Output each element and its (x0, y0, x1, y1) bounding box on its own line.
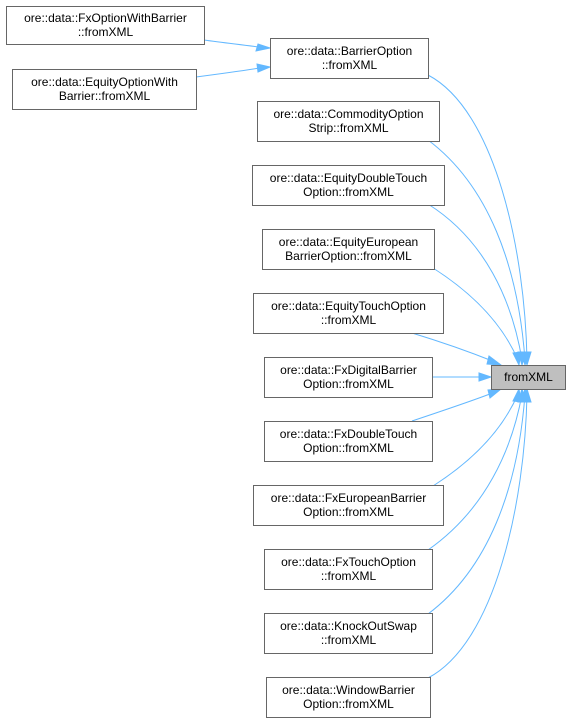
node-label-line: Option::fromXML (303, 441, 394, 455)
node-label-line: ore::data::FxDigitalBarrier (280, 363, 417, 377)
node-label-line: ::fromXML (321, 633, 377, 647)
node-label-line: Option::fromXML (303, 697, 394, 711)
edge-commodity-option-strip-to-fromXML (427, 139, 526, 361)
node-equity-double-touch[interactable]: ore::data::EquityDoubleTouchOption::from… (252, 165, 445, 206)
node-label-line: ::fromXML (322, 58, 378, 72)
node-label-line: ore::data::EquityOptionWith (31, 75, 178, 89)
node-label-line: ore::data::EquityDoubleTouch (270, 171, 427, 185)
node-box (491, 365, 566, 390)
node-label-line: ore::data::FxDoubleTouch (280, 427, 417, 441)
node-label-line: ore::data::WindowBarrier (282, 683, 415, 697)
node-box (12, 69, 197, 110)
node-label-line: ore::data::FxTouchOption (281, 555, 416, 569)
node-box (264, 357, 433, 398)
node-box (270, 38, 429, 79)
node-barrier-option[interactable]: ore::data::BarrierOption::fromXML (270, 38, 429, 79)
node-label-line: Barrier::fromXML (59, 89, 151, 103)
node-label-line: fromXML (504, 370, 553, 384)
nodes-layer: ore::data::FxOptionWithBarrier::fromXMLo… (6, 6, 566, 718)
arrowhead-fx-option-with-barrier (255, 43, 272, 52)
node-equity-option-with-barrier[interactable]: ore::data::EquityOptionWithBarrier::from… (12, 69, 197, 110)
node-box (264, 549, 433, 590)
node-label-line: ::fromXML (78, 25, 134, 39)
node-label-line: ore::data::EquityTouchOption (271, 299, 426, 313)
edge-equity-option-with-barrier-to-barrier-option (195, 66, 267, 78)
node-box (257, 101, 440, 142)
node-box (253, 485, 444, 526)
edge-window-barrier-to-fromXML (427, 393, 528, 679)
node-label-line: ore::data::BarrierOption (287, 44, 412, 58)
node-equity-touch-option[interactable]: ore::data::EquityTouchOption::fromXML (253, 293, 444, 334)
node-box (6, 6, 205, 45)
arrowhead-fx-double-touch (487, 388, 503, 399)
node-box (264, 613, 433, 654)
node-label-line: ::fromXML (321, 313, 377, 327)
node-label-line: Option::fromXML (303, 505, 394, 519)
node-fx-digital-barrier[interactable]: ore::data::FxDigitalBarrierOption::fromX… (264, 357, 433, 398)
node-label-line: Option::fromXML (303, 185, 394, 199)
node-label-line: Option::fromXML (303, 377, 394, 391)
arrowhead-window-barrier (522, 387, 532, 403)
edge-knock-out-swap-to-fromXML (427, 393, 526, 615)
node-fx-touch-option[interactable]: ore::data::FxTouchOption::fromXML (264, 549, 433, 590)
node-label-line: Strip::fromXML (308, 121, 388, 135)
node-fromXML[interactable]: fromXML (491, 365, 566, 390)
node-knock-out-swap[interactable]: ore::data::KnockOutSwap::fromXML (264, 613, 433, 654)
edges-layer (195, 39, 532, 679)
node-label-line: ore::data::FxOptionWithBarrier (24, 11, 187, 25)
node-box (266, 677, 431, 718)
node-box (264, 421, 433, 462)
node-fx-european-barrier[interactable]: ore::data::FxEuropeanBarrierOption::from… (253, 485, 444, 526)
arrowhead-equity-european-barrier (512, 351, 522, 367)
node-equity-european-barrier[interactable]: ore::data::EquityEuropeanBarrierOption::… (262, 229, 435, 270)
node-label-line: ore::data::CommodityOption (273, 107, 423, 121)
node-label-line: ore::data::EquityEuropean (279, 235, 418, 249)
node-box (262, 229, 435, 270)
node-box (252, 165, 445, 206)
node-box (253, 293, 444, 334)
node-label-line: ore::data::FxEuropeanBarrier (271, 491, 426, 505)
node-label-line: ore::data::KnockOutSwap (280, 619, 417, 633)
node-label-line: ::fromXML (321, 569, 377, 583)
arrowhead-fx-digital-barrier (478, 372, 493, 382)
edge-fx-touch-option-to-fromXML (427, 393, 523, 551)
edge-barrier-option-to-fromXML (427, 74, 528, 361)
node-fx-option-with-barrier[interactable]: ore::data::FxOptionWithBarrier::fromXML (6, 6, 205, 45)
arrowhead-equity-touch-option (486, 355, 503, 366)
edge-equity-european-barrier-to-fromXML (432, 267, 519, 361)
edge-equity-double-touch-to-fromXML (427, 203, 523, 361)
edge-fx-european-barrier-to-fromXML (432, 393, 519, 487)
node-label-line: BarrierOption::fromXML (285, 249, 412, 263)
arrowhead-equity-option-with-barrier (256, 63, 272, 73)
